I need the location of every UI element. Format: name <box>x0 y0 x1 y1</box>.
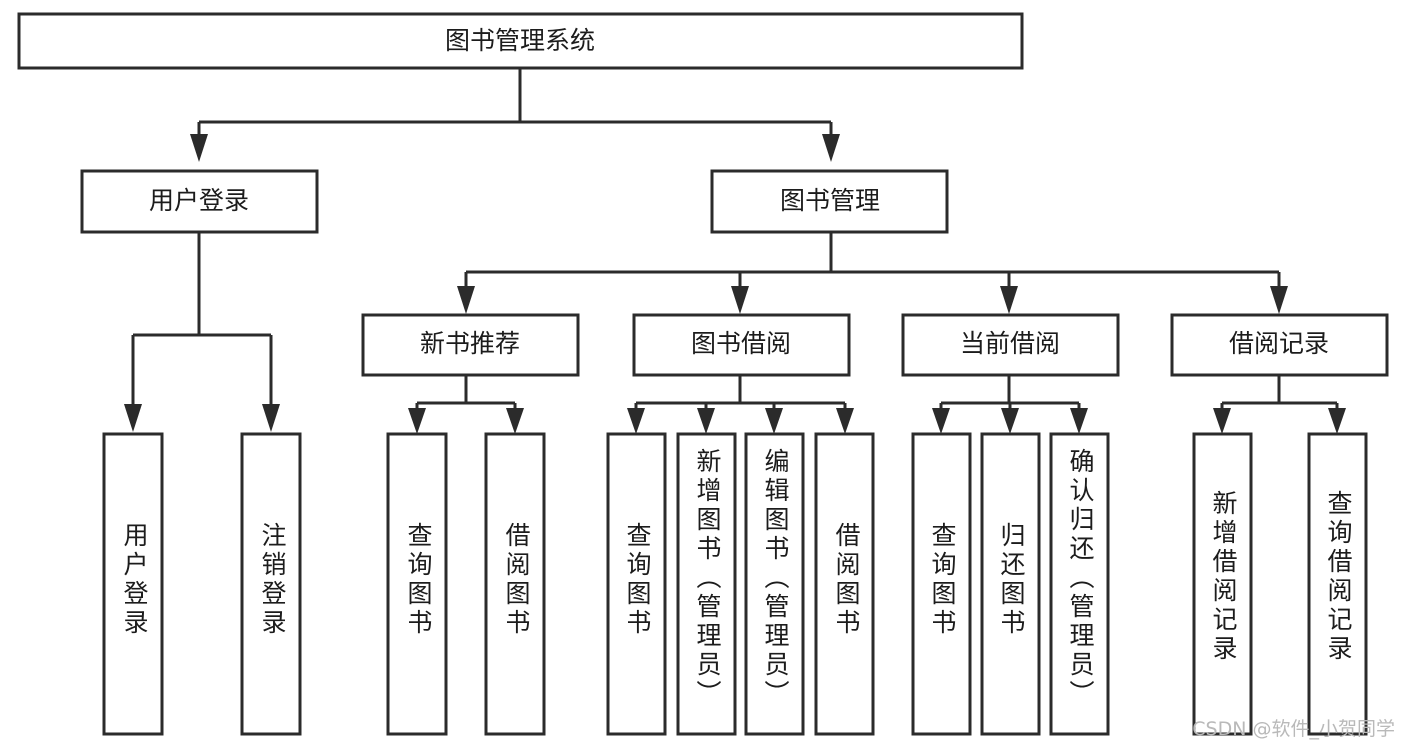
leaf-node-borrow-edit-book-label: 编辑图书（管理员） <box>761 448 790 709</box>
leaf-node-user-login-signout-box[interactable] <box>240 432 302 736</box>
arrow-head-new-book-child-1 <box>506 408 524 434</box>
leaf-node-record-query-label: 查询借阅记录 <box>1324 490 1353 664</box>
node-book-borrow-label: 图书借阅 <box>691 329 791 358</box>
arrow-head-user-login-child-1 <box>262 404 280 432</box>
arrow-head-new-book <box>457 286 475 314</box>
leaf-node-borrow-add-book[interactable]: 新增图书（管理员） <box>676 432 737 736</box>
leaf-node-user-login-signin[interactable]: 用户登录 <box>102 432 164 736</box>
node-book-management-label: 图书管理 <box>780 186 880 215</box>
connector-group-root <box>190 68 840 162</box>
node-current-borrow[interactable]: 当前借阅 <box>901 313 1120 377</box>
arrow-head-book-borrow-child-2 <box>765 408 783 434</box>
node-root-system-label: 图书管理系统 <box>445 26 595 55</box>
arrow-head-book-borrow <box>731 286 749 314</box>
arrow-head-current-borrow-child-0 <box>932 408 950 434</box>
node-user-login-label: 用户登录 <box>149 186 249 215</box>
node-new-book-recommend-label: 新书推荐 <box>420 329 520 358</box>
connector-group-user-login <box>124 233 280 432</box>
node-current-borrow-box[interactable] <box>901 313 1120 377</box>
arrow-head-book-borrow-child-1 <box>697 408 715 434</box>
leaf-node-current-return-book-label: 归还图书 <box>997 522 1026 638</box>
leaf-node-record-query-box[interactable] <box>1307 432 1368 736</box>
leaf-node-current-query-book-label: 查询图书 <box>928 522 957 638</box>
leaf-node-record-query[interactable]: 查询借阅记录 <box>1307 432 1368 736</box>
node-new-book-recommend-box[interactable] <box>361 313 580 377</box>
leaf-node-borrow-query-book-box[interactable] <box>606 432 667 736</box>
leaf-node-new-book-borrow-label: 借阅图书 <box>502 522 531 638</box>
arrow-head-user-login <box>190 134 208 162</box>
node-book-borrow[interactable]: 图书借阅 <box>632 313 851 377</box>
node-current-borrow-label: 当前借阅 <box>960 329 1060 358</box>
node-user-login[interactable]: 用户登录 <box>80 169 319 234</box>
leaf-node-borrow-edit-book[interactable]: 编辑图书（管理员） <box>744 432 805 736</box>
node-new-book-recommend[interactable]: 新书推荐 <box>361 313 580 377</box>
node-root-system[interactable]: 图书管理系统 <box>17 12 1024 70</box>
leaf-node-borrow-query-book[interactable]: 查询图书 <box>606 432 667 736</box>
leaf-node-borrow-add-book-label: 新增图书（管理员） <box>693 448 722 709</box>
leaf-node-user-login-signout[interactable]: 注销登录 <box>240 432 302 736</box>
leaf-node-record-add-label: 新增借阅记录 <box>1209 490 1238 664</box>
node-book-borrow-box[interactable] <box>632 313 851 377</box>
arrow-head-current-borrow-child-2 <box>1070 408 1088 434</box>
leaf-node-current-confirm-return[interactable]: 确认归还（管理员） <box>1049 432 1110 736</box>
leaf-node-current-confirm-return-box[interactable] <box>1049 432 1110 736</box>
leaf-node-current-query-book[interactable]: 查询图书 <box>911 432 972 736</box>
leaf-node-user-login-signin-label: 用户登录 <box>120 522 149 638</box>
leaf-node-current-query-book-box[interactable] <box>911 432 972 736</box>
leaf-node-current-return-book[interactable]: 归还图书 <box>980 432 1041 736</box>
arrow-head-borrow-record <box>1270 286 1288 314</box>
leaf-node-borrow-borrow-book-label: 借阅图书 <box>832 522 861 638</box>
node-borrow-record-label: 借阅记录 <box>1229 329 1329 358</box>
arrow-head-book-mgmt <box>822 134 840 162</box>
leaf-node-new-book-query[interactable]: 查询图书 <box>386 432 448 736</box>
connector-group-book-mgmt <box>457 233 1288 314</box>
leaf-node-current-return-book-box[interactable] <box>980 432 1041 736</box>
leaf-node-current-confirm-return-label: 确认归还（管理员） <box>1066 448 1095 709</box>
leaf-node-borrow-query-book-label: 查询图书 <box>623 522 652 638</box>
node-book-management-box[interactable] <box>710 169 949 234</box>
node-borrow-record-box[interactable] <box>1170 313 1389 377</box>
leaf-node-record-add[interactable]: 新增借阅记录 <box>1192 432 1253 736</box>
arrow-head-current-borrow-child-1 <box>1001 408 1019 434</box>
connector-group-current-borrow <box>932 376 1088 434</box>
leaf-node-record-add-box[interactable] <box>1192 432 1253 736</box>
leaf-node-user-login-signin-box[interactable] <box>102 432 164 736</box>
leaf-node-new-book-borrow-box[interactable] <box>484 432 546 736</box>
node-borrow-record[interactable]: 借阅记录 <box>1170 313 1389 377</box>
node-book-management[interactable]: 图书管理 <box>710 169 949 234</box>
connector-group-new-book <box>408 376 524 434</box>
leaf-node-new-book-query-box[interactable] <box>386 432 448 736</box>
arrow-head-borrow-record-child-1 <box>1328 408 1346 434</box>
connector-group-book-borrow <box>627 376 854 434</box>
arrow-head-new-book-child-0 <box>408 408 426 434</box>
leaf-node-borrow-add-book-box[interactable] <box>676 432 737 736</box>
arrow-head-user-login-child-0 <box>124 404 142 432</box>
node-root-system-box[interactable] <box>17 12 1024 70</box>
node-user-login-box[interactable] <box>80 169 319 234</box>
leaf-node-new-book-query-label: 查询图书 <box>404 522 433 638</box>
arrow-head-book-borrow-child-0 <box>627 408 645 434</box>
leaf-node-borrow-borrow-book[interactable]: 借阅图书 <box>814 432 875 736</box>
arrow-head-book-borrow-child-3 <box>836 408 854 434</box>
leaf-node-borrow-borrow-book-box[interactable] <box>814 432 875 736</box>
connector-group-borrow-record <box>1213 376 1346 434</box>
arrow-head-borrow-record-child-0 <box>1213 408 1231 434</box>
leaf-node-borrow-edit-book-box[interactable] <box>744 432 805 736</box>
leaf-node-new-book-borrow[interactable]: 借阅图书 <box>484 432 546 736</box>
leaf-node-user-login-signout-label: 注销登录 <box>258 522 287 638</box>
csdn-watermark: CSDN @软件_小贺同学 <box>1192 718 1395 740</box>
arrow-head-current-borrow <box>1000 286 1018 314</box>
